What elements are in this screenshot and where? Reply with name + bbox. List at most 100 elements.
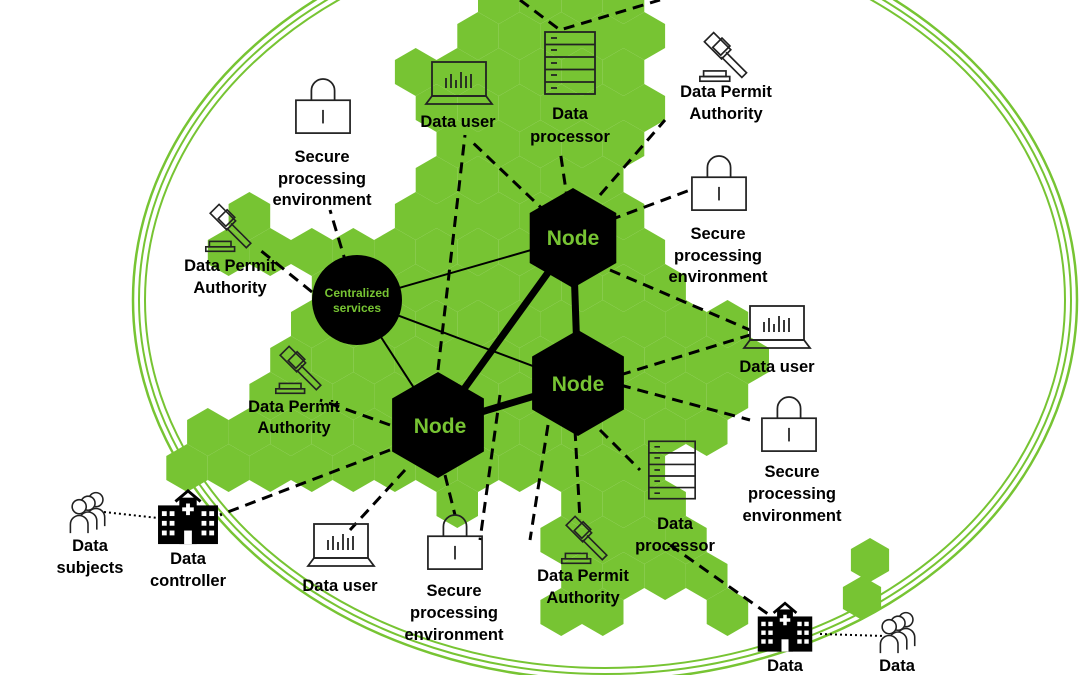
map-hex bbox=[457, 300, 499, 348]
map-hex bbox=[540, 444, 582, 492]
map-hex bbox=[457, 228, 499, 276]
map-hex bbox=[353, 408, 395, 456]
map-hex bbox=[665, 300, 707, 348]
map-hex bbox=[623, 84, 666, 132]
map-hex bbox=[207, 444, 250, 492]
map-hex bbox=[394, 192, 437, 240]
data-user-top-label: Data user bbox=[420, 113, 496, 131]
map-hex bbox=[540, 516, 582, 564]
node-label: Node bbox=[547, 227, 600, 250]
node-label: Node bbox=[414, 415, 467, 438]
map-hex bbox=[706, 588, 749, 636]
centralized-services[interactable]: Centralized services bbox=[312, 255, 402, 345]
map-hex bbox=[582, 444, 624, 492]
map-hex bbox=[540, 588, 582, 636]
map-hex bbox=[850, 538, 890, 582]
map-hex bbox=[498, 84, 541, 132]
map-hex bbox=[623, 12, 666, 60]
map-hex bbox=[842, 576, 882, 620]
node-north[interactable]: Node bbox=[529, 188, 617, 288]
map-hex bbox=[394, 264, 437, 312]
map-hex bbox=[436, 120, 478, 168]
lock-icon bbox=[295, 78, 351, 135]
boundary-circle bbox=[131, 0, 1079, 675]
people-icon bbox=[879, 611, 916, 654]
map-hex bbox=[249, 228, 291, 276]
data-user-right-label: Data user bbox=[739, 358, 815, 376]
map-hex bbox=[498, 156, 541, 204]
hospital-icon bbox=[756, 601, 814, 653]
map-hex bbox=[582, 156, 624, 204]
map-hex bbox=[478, 192, 520, 240]
europe-hex-map bbox=[166, 0, 890, 636]
map-hex bbox=[602, 120, 645, 168]
map-hex bbox=[582, 84, 624, 132]
map-hex bbox=[623, 228, 666, 276]
map-hex bbox=[623, 372, 666, 420]
map-hex bbox=[415, 300, 458, 348]
map-hex bbox=[478, 336, 520, 384]
map-hex bbox=[623, 444, 666, 492]
centralized-services-label-line1: Centralized bbox=[325, 286, 390, 300]
map-hex bbox=[166, 444, 208, 492]
map-hex bbox=[498, 12, 541, 60]
map-hex bbox=[540, 84, 582, 132]
node-west[interactable]: Node bbox=[392, 372, 484, 478]
people-icon bbox=[69, 491, 106, 534]
map-hex bbox=[561, 0, 603, 24]
map-hex bbox=[685, 336, 728, 384]
map-hex bbox=[270, 336, 312, 384]
map-hex bbox=[665, 372, 707, 420]
map-hex bbox=[498, 372, 541, 420]
data-subjects-bottom-right-label: Data bbox=[879, 657, 916, 675]
map-hex bbox=[561, 480, 603, 528]
map-hex bbox=[602, 552, 645, 600]
map-hex bbox=[249, 444, 291, 492]
lock-icon bbox=[691, 155, 747, 212]
map-hex bbox=[291, 228, 333, 276]
map-hex bbox=[644, 480, 686, 528]
map-hex bbox=[706, 372, 749, 420]
map-hex bbox=[436, 192, 478, 240]
map-hex bbox=[394, 336, 437, 384]
map-hex bbox=[415, 156, 458, 204]
map-hex bbox=[644, 336, 686, 384]
map-hex bbox=[394, 48, 437, 96]
map-hex bbox=[478, 48, 520, 96]
map-hex bbox=[332, 444, 375, 492]
map-hex bbox=[644, 552, 686, 600]
data-user-bottom-label: Data user bbox=[302, 577, 378, 595]
gavel-icon bbox=[699, 31, 748, 83]
map-hex bbox=[436, 264, 478, 312]
map-hex bbox=[602, 264, 645, 312]
map-hex bbox=[685, 552, 728, 600]
map-hex bbox=[519, 48, 562, 96]
map-hex bbox=[602, 480, 645, 528]
map-hex bbox=[457, 156, 499, 204]
map-hex bbox=[498, 444, 541, 492]
map-hex bbox=[478, 408, 520, 456]
map-hex bbox=[457, 12, 499, 60]
map-hex bbox=[332, 372, 375, 420]
data-controller-bottom-right-label: Data bbox=[767, 657, 804, 675]
map-hex bbox=[582, 12, 624, 60]
map-hex bbox=[582, 516, 624, 564]
map-hex bbox=[291, 444, 333, 492]
map-hex bbox=[478, 264, 520, 312]
map-hex bbox=[561, 120, 603, 168]
map-hex bbox=[311, 408, 354, 456]
node-east[interactable]: Node bbox=[532, 330, 624, 436]
map-hex bbox=[623, 516, 666, 564]
map-hex bbox=[228, 192, 271, 240]
map-hex bbox=[498, 300, 541, 348]
map-hex bbox=[270, 408, 312, 456]
